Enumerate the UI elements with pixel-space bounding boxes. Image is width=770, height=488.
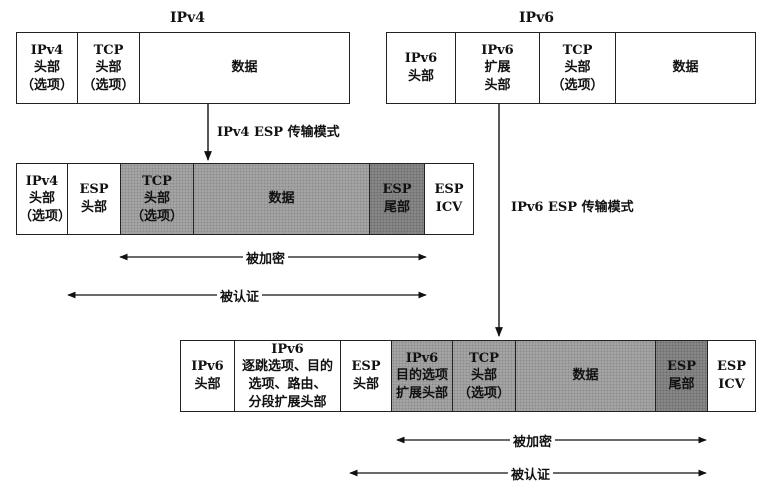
ipv6-header-cell: IPv6 头部 — [387, 33, 456, 103]
tcp-header-cell: TCP 头部 （选项） — [78, 33, 140, 103]
ipv4-esp-packet: IPv4 头部 （选项） ESP 头部 TCP 头部 （选项） 数据 ESP 尾… — [16, 163, 474, 235]
esp-trailer-cell: ESP 尾部 — [370, 164, 425, 234]
ipv6-hop-dest-route-frag-ext-cell: IPv6 逐跳选项、目的 选项、路由、 分段扩展头部 — [235, 341, 341, 411]
ipv4-encrypted-label: 被加密 — [243, 248, 289, 267]
ipv6-original-packet: IPv6 头部 IPv6 扩展 头部 TCP 头部 （选项） 数据 — [386, 32, 756, 104]
data-cell: 数据 — [672, 60, 699, 76]
ipv4-header-cell: IPv4 头部 （选项） — [17, 33, 78, 103]
ipv6-title: IPv6 — [519, 10, 554, 26]
ipv4-original-packet: IPv4 头部 （选项） TCP 头部 （选项） 数据 — [16, 32, 350, 104]
esp-trailer-cell: ESP 尾部 — [656, 341, 708, 411]
tcp-header-cell: TCP 头部 （选项） — [540, 33, 616, 103]
ipv6-authenticated-label: 被认证 — [508, 464, 554, 483]
ipv6-transform-label: IPv6 ESP 传输模式 — [511, 200, 634, 215]
ipv6-esp-packet: IPv6 头部 IPv6 逐跳选项、目的 选项、路由、 分段扩展头部 ESP 头… — [180, 340, 756, 412]
tcp-header-cell: TCP 头部 （选项） — [121, 164, 194, 234]
ipv6-ext-header-cell: IPv6 扩展 头部 — [456, 33, 540, 103]
data-cell: 数据 — [231, 60, 258, 76]
data-cell: 数据 — [194, 164, 370, 234]
esp-icv-cell: ESP ICV — [716, 359, 747, 392]
esp-icv-cell: ESP ICV — [434, 182, 464, 215]
ipv4-header-cell: IPv4 头部 （选项） — [17, 164, 71, 234]
ipv6-header-cell: IPv6 头部 — [181, 341, 235, 411]
ipv4-authenticated-label: 被认证 — [217, 286, 263, 305]
ipv4-transform-label: IPv4 ESP 传输模式 — [217, 125, 340, 140]
ipv4-title: IPv4 — [170, 10, 205, 26]
ipv6-encrypted-label: 被加密 — [510, 431, 556, 450]
tcp-header-cell: TCP 头部 （选项） — [453, 341, 516, 411]
esp-header-cell: ESP 头部 — [68, 164, 121, 234]
esp-header-cell: ESP 头部 — [341, 341, 392, 411]
ipv6-dest-opt-ext-cell: IPv6 目的选项 扩展头部 — [392, 341, 453, 411]
data-cell: 数据 — [516, 341, 656, 411]
